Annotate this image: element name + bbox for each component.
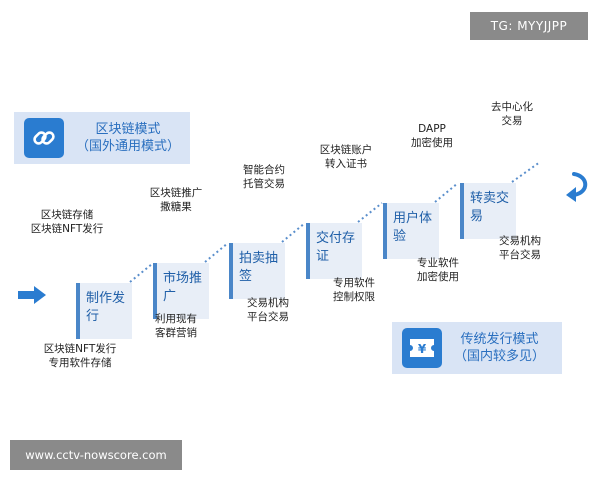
note-auction-traditional: 交易机构平台交易: [247, 297, 289, 323]
step-tint-2: [157, 263, 209, 319]
step-bar-6: [460, 183, 464, 239]
step-4-label: 交付存证: [316, 231, 356, 264]
note-production-traditional: 区块链NFT发行专用软件存储: [43, 343, 117, 369]
note-blockchain-account: 区块链账户转入证书: [319, 144, 373, 170]
url-watermark: www.cctv-nowscore.com: [10, 440, 182, 470]
step-tint-1: [80, 283, 132, 339]
note-customer-marketing: 利用现有客群营销: [155, 313, 197, 339]
note-smart-contract: 智能合约托管交易: [243, 164, 285, 190]
step-tint-3: [233, 243, 285, 299]
step-bar-4: [306, 223, 310, 279]
step-5-label: 用户体验: [393, 211, 433, 244]
step-bar-5: [383, 203, 387, 259]
note-software-permissions: 专用软件控制权限: [333, 277, 375, 303]
legend-blockchain-text: 区块链模式 （国外通用模式）: [76, 122, 181, 154]
step-tint-4: [310, 223, 362, 279]
note-decentralized-trade: 去中心化交易: [491, 101, 533, 127]
step-2-label: 市场推广: [163, 271, 203, 304]
step-bar-1: [76, 283, 80, 339]
note-blockchain-promotion: 区块链推广撒糖果: [149, 187, 203, 213]
legend-traditional: ¥ 传统发行模式 （国内较多见）: [392, 322, 562, 374]
step-bar-2: [153, 263, 157, 319]
start-arrow-icon: [18, 286, 46, 304]
note-blockchain-storage: 区块链存储区块链NFT发行: [30, 209, 104, 235]
step-bar-3: [229, 243, 233, 299]
step-tint-6: [464, 183, 516, 239]
svg-text:¥: ¥: [418, 342, 427, 356]
return-arrow-icon: [566, 172, 588, 202]
note-resale-traditional: 交易机构平台交易: [499, 235, 541, 261]
link-icon: [24, 118, 64, 158]
yuan-ticket-icon: ¥: [402, 328, 442, 368]
legend-traditional-text: 传统发行模式 （国内较多见）: [454, 332, 546, 364]
legend-blockchain: 区块链模式 （国外通用模式）: [14, 112, 190, 164]
tg-badge: TG: MYYJJPP: [470, 12, 588, 40]
step-1-label: 制作发行: [86, 291, 126, 324]
step-3-label: 拍卖抽签: [239, 251, 279, 284]
note-professional-software: 专业软件加密使用: [417, 257, 459, 283]
step-6-label: 转卖交易: [470, 191, 510, 224]
step-tint-5: [387, 203, 439, 259]
